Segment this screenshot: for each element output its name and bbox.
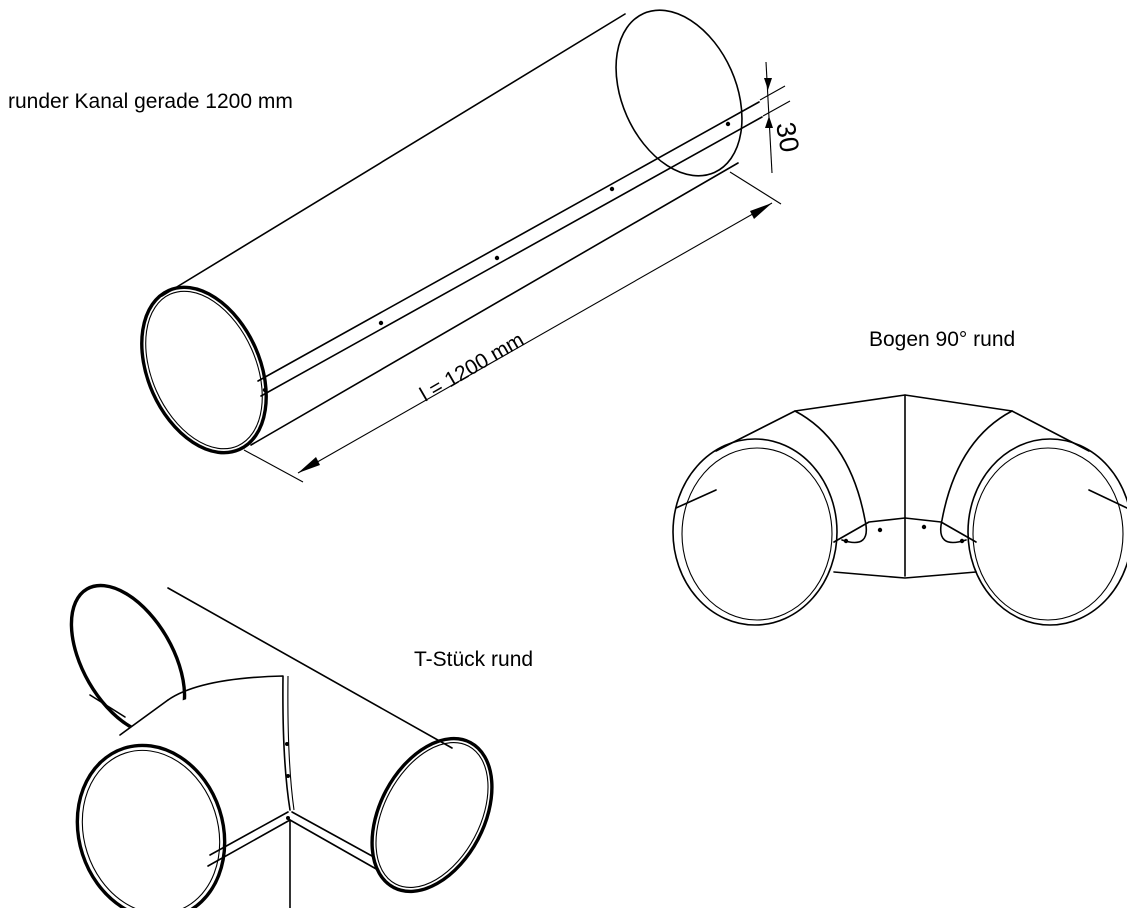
tee-piece <box>69 583 500 908</box>
tee-front-opening <box>75 743 227 908</box>
elbow-inner-strip <box>833 571 977 579</box>
straight-duct-bottom-line <box>250 162 739 446</box>
rivet-dot <box>494 255 500 261</box>
seam-width-dimension: 30 <box>759 61 805 174</box>
rivet-dot <box>843 538 849 544</box>
straight-duct-near-end <box>140 285 268 455</box>
straight-duct-top-line <box>161 13 626 297</box>
rivet-dot <box>725 121 731 127</box>
elbow-top-outline <box>715 394 1090 452</box>
straight-duct-label: runder Kanal gerade 1200 mm <box>8 90 293 113</box>
rivet-dot <box>959 538 965 544</box>
tee-main-tube-top <box>167 587 453 749</box>
rivet-dot <box>286 774 290 778</box>
rivet-dot <box>285 742 289 746</box>
elbow-segment-seam <box>940 410 1013 544</box>
rivet-dot <box>378 320 384 326</box>
elbow-left-opening <box>672 438 838 626</box>
seam-width-text: 30 <box>770 120 805 155</box>
rivet-dot <box>921 524 927 530</box>
straight-duct-near-end-inner <box>145 290 263 450</box>
rivet-dot <box>609 186 615 192</box>
elbow-segment-seam <box>794 410 867 544</box>
elbow-inner-strip <box>833 517 977 543</box>
elbow-right-opening-inner <box>972 447 1124 621</box>
straight-duct-seam-line <box>260 116 763 397</box>
tee-branch-top <box>119 699 169 736</box>
length-dimension: l = 1200 mm <box>243 171 782 483</box>
straight-duct: l = 1200 mm 30 <box>140 9 805 483</box>
elbow-label: Bogen 90° rund <box>869 328 1016 351</box>
straight-duct-seam-line <box>257 101 760 382</box>
rivet-dot <box>877 527 883 533</box>
tee-right-tube-end <box>370 736 494 894</box>
tee-label: T-Stück rund <box>414 648 534 671</box>
elbow-right-opening <box>967 438 1127 626</box>
elbow-left-opening-inner <box>681 447 833 621</box>
tee-seam <box>207 819 291 867</box>
tee-branch-saddle <box>167 675 291 811</box>
elbow-90 <box>672 394 1127 626</box>
rivet-dot <box>286 816 290 820</box>
straight-duct-far-end <box>615 9 743 177</box>
